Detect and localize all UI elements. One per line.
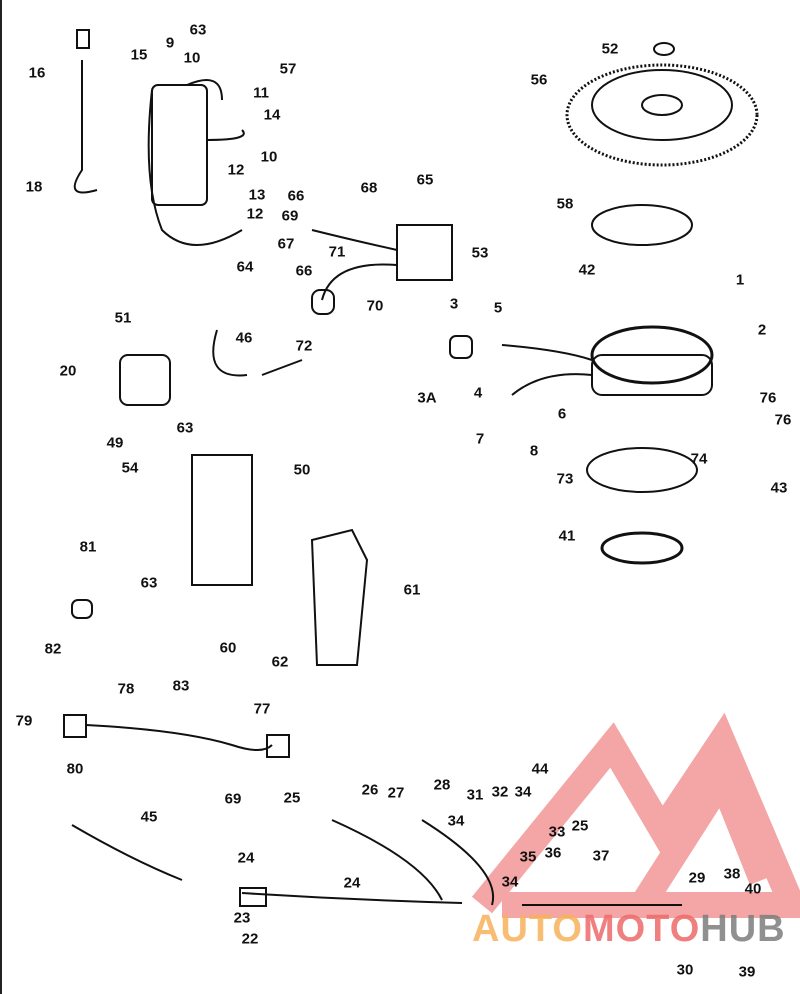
part-callout-label: 13 — [248, 186, 266, 204]
part-callout-label: 71 — [328, 243, 346, 261]
flywheel — [565, 42, 759, 167]
part-callout-label: 72 — [295, 337, 313, 355]
watermark-logo: AUTOMOTOHUB — [472, 908, 786, 950]
part-callout-label: 34 — [514, 783, 532, 801]
part-callout-label: 43 — [770, 479, 788, 497]
part-callout-label: 1 — [735, 271, 745, 289]
part-callout-label: 42 — [578, 261, 596, 279]
part-callout-label: 8 — [529, 442, 539, 460]
part-callout-label: 62 — [271, 653, 289, 671]
part-callout-label: 63 — [140, 574, 158, 592]
part-callout-label: 25 — [283, 789, 301, 807]
wiring-harnesses — [63, 714, 682, 907]
part-callout-label: 6 — [557, 405, 567, 423]
part-callout-label: 61 — [403, 581, 421, 599]
part-callout-label: 76 — [774, 411, 792, 429]
part-callout-label: 16 — [28, 64, 46, 82]
part-callout-label: 53 — [471, 244, 489, 262]
part-callout-label: 12 — [246, 205, 264, 223]
part-callout-label: 35 — [519, 848, 537, 866]
part-callout-label: 69 — [224, 790, 242, 808]
part-callout-label: 22 — [241, 930, 259, 948]
part-callout-label: 70 — [366, 297, 384, 315]
part-callout-label: 4 — [473, 384, 483, 402]
part-callout-label: 50 — [293, 461, 311, 479]
part-callout-label: 29 — [688, 869, 706, 887]
rectifier-and-wiring — [311, 224, 473, 359]
ignition-coil-and-bracket — [71, 329, 369, 666]
part-callout-label: 51 — [114, 309, 132, 327]
part-callout-label: 24 — [343, 874, 361, 892]
part-callout-label: 23 — [233, 909, 251, 927]
watermark-part3: HUB — [700, 908, 786, 950]
part-callout-label: 3 — [449, 295, 459, 313]
part-callout-label: 58 — [556, 195, 574, 213]
part-callout-label: 34 — [501, 873, 519, 891]
part-callout-label: 10 — [260, 148, 278, 166]
part-callout-label: 40 — [744, 880, 762, 898]
part-callout-label: 39 — [738, 963, 756, 981]
part-callout-label: 79 — [15, 712, 33, 730]
part-callout-label: 25 — [571, 817, 589, 835]
part-callout-label: 11 — [253, 84, 269, 102]
part-callout-label: 65 — [416, 171, 434, 189]
part-callout-label: 56 — [530, 71, 548, 89]
part-callout-label: 73 — [556, 470, 574, 488]
part-callout-label: 77 — [253, 700, 271, 718]
part-callout-label: 36 — [544, 844, 562, 862]
part-callout-label: 57 — [279, 60, 297, 78]
stator-and-timer-base — [501, 204, 714, 565]
part-callout-label: 41 — [558, 527, 576, 545]
part-callout-label: 49 — [106, 434, 124, 452]
part-callout-label: 20 — [59, 362, 77, 380]
part-callout-label: 81 — [79, 538, 97, 556]
power-pack-assembly — [73, 29, 245, 246]
part-callout-label: 32 — [491, 783, 509, 801]
part-callout-label: 66 — [295, 262, 313, 280]
watermark-triangle — [471, 712, 800, 918]
part-callout-label: 30 — [676, 961, 694, 979]
part-callout-label: 24 — [237, 849, 255, 867]
part-callout-label: 28 — [433, 776, 451, 794]
part-callout-label: 3A — [417, 389, 437, 407]
part-callout-label: 52 — [601, 40, 619, 58]
part-callout-label: 78 — [117, 680, 135, 698]
part-callout-label: 10 — [183, 49, 201, 67]
part-callout-label: 69 — [281, 207, 299, 225]
part-callout-label: 54 — [121, 459, 139, 477]
part-callout-label: 2 — [757, 321, 767, 339]
part-callout-label: 68 — [360, 179, 378, 197]
part-callout-label: 34 — [447, 812, 465, 830]
part-callout-label: 63 — [176, 419, 194, 437]
part-callout-label: 9 — [165, 34, 175, 52]
part-callout-label: 64 — [236, 258, 254, 276]
part-callout-label: 45 — [140, 808, 158, 826]
part-callout-label: 27 — [387, 784, 405, 802]
part-callout-label: 63 — [189, 21, 207, 39]
part-callout-label: 26 — [361, 781, 379, 799]
part-callout-label: 46 — [235, 329, 253, 347]
part-callout-label: 74 — [690, 450, 708, 468]
part-callout-label: 44 — [531, 760, 549, 778]
part-callout-label: 80 — [66, 760, 84, 778]
part-callout-label: 33 — [548, 823, 566, 841]
part-callout-label: 18 — [25, 178, 43, 196]
part-callout-label: 5 — [493, 299, 503, 317]
part-callout-label: 82 — [44, 640, 62, 658]
part-callout-label: 38 — [723, 865, 741, 883]
part-callout-label: 14 — [263, 106, 281, 124]
part-callout-label: 15 — [130, 46, 148, 64]
part-callout-label: 83 — [172, 677, 190, 695]
watermark-part2: MOTO — [582, 908, 701, 950]
part-callout-label: 12 — [227, 161, 245, 179]
part-callout-label: 66 — [287, 187, 305, 205]
watermark-part1: AUTO — [472, 908, 583, 950]
part-callout-label: 76 — [759, 389, 777, 407]
part-callout-label: 37 — [592, 847, 610, 865]
part-callout-label: 67 — [277, 235, 295, 253]
part-callout-label: 60 — [219, 639, 237, 657]
part-callout-label: 7 — [475, 430, 485, 448]
part-callout-label: 31 — [466, 786, 484, 804]
